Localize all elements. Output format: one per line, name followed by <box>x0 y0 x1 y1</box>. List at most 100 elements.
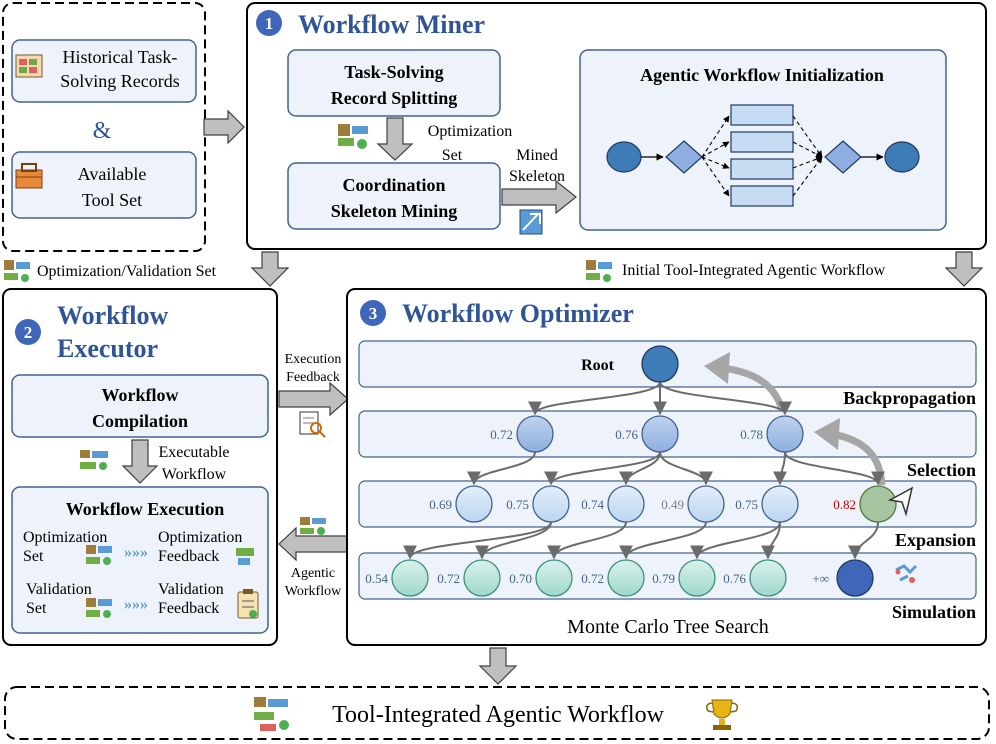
level3-score: 0.54 <box>365 571 388 586</box>
exec-val-set-icon <box>86 598 112 618</box>
level3-node <box>678 559 716 597</box>
optimizer-title: Workflow Optimizer <box>402 299 634 328</box>
tree-edge <box>544 451 661 486</box>
records-icon <box>15 54 43 78</box>
execution-feedback-line2: Feedback <box>286 370 340 385</box>
tree-edge <box>475 521 552 560</box>
exec-opt-set-line1: Optimization <box>23 529 107 546</box>
selected-node <box>859 485 897 523</box>
optimizer-number: 3 <box>369 304 378 323</box>
exec-opt-feedback-line2: Feedback <box>158 548 219 565</box>
level3-node <box>607 559 645 597</box>
initial-workflow-label: Initial Tool-Integrated Agentic Workflow <box>622 262 886 279</box>
exec-opt-set-icon <box>86 545 112 565</box>
ampersand: & <box>93 118 112 144</box>
miner-title: Workflow Miner <box>298 10 485 39</box>
level2-score: 0.69 <box>429 497 452 512</box>
exec-val-feedback-line1: Validation <box>158 581 224 598</box>
tree-edge <box>659 381 792 416</box>
level2-node <box>607 485 645 523</box>
simulated-node <box>836 559 874 597</box>
level1-node <box>516 415 554 453</box>
level1-node <box>766 415 804 453</box>
tree-edge <box>403 521 552 560</box>
opt-val-set-label: Optimization/Validation Set <box>37 263 217 280</box>
record-splitting-line1: Task-Solving <box>344 62 443 82</box>
splitting-down-arrow <box>376 117 414 161</box>
level2-node <box>532 485 570 523</box>
skeleton-mining-line2: Skeleton Mining <box>331 201 458 221</box>
level1-node <box>641 415 679 453</box>
mined-skeleton-arrow <box>501 179 577 215</box>
optimization-set-icon <box>338 124 368 149</box>
level2-score: 0.82 <box>833 497 856 512</box>
level3-score: 0.79 <box>652 571 675 586</box>
mcts-edges <box>403 381 885 560</box>
agentic-workflow-arrow <box>278 526 349 562</box>
tree-edge <box>784 451 885 486</box>
tools-label-1: Available <box>78 164 147 184</box>
level2-score: 0.75 <box>735 497 758 512</box>
executor-number: 2 <box>24 323 33 342</box>
level3-node <box>391 559 429 597</box>
mining-icon <box>519 209 543 235</box>
tree-edge <box>619 451 661 486</box>
level3-score: 0.72 <box>581 571 604 586</box>
tree-edge <box>528 381 661 416</box>
agentic-workflow-line2: Workflow <box>285 584 342 599</box>
workflow-optimizer-panel: 3 Workflow Optimizer Root Backpropagatio… <box>346 288 987 646</box>
level3-score: 0.72 <box>437 571 460 586</box>
tree-edge <box>619 521 707 560</box>
workflow-output-icon <box>254 697 289 731</box>
record-splitting-line2: Record Splitting <box>331 88 458 108</box>
tree-edge <box>690 521 781 560</box>
feedback-search-icon <box>299 411 326 438</box>
initial-workflow-icon <box>586 260 612 282</box>
output-label: Tool-Integrated Agentic Workflow <box>332 702 665 728</box>
exec-opt-feedback-line1: Optimization <box>158 529 242 546</box>
exec-val-chevrons: »»» <box>124 596 148 613</box>
opt-val-down-arrow <box>250 251 290 287</box>
execution-feedback-arrow <box>278 381 349 417</box>
records-label-1: Historical Task- <box>63 47 178 67</box>
optimization-set-line1: Optimization <box>428 123 512 140</box>
tree-edge <box>848 521 879 560</box>
root-label: Root <box>581 357 615 374</box>
initial-workflow-down-arrow <box>944 251 984 287</box>
exec-val-set-line2: Set <box>26 600 47 617</box>
compilation-line2: Compilation <box>92 411 188 431</box>
exec-opt-set-line2: Set <box>23 548 44 565</box>
tools-label-2: Tool Set <box>82 190 142 210</box>
selection-label: Selection <box>907 460 976 480</box>
level1-score: 0.72 <box>490 427 513 442</box>
executor-title-line1: Workflow <box>57 301 168 330</box>
infinity-score: +∞ <box>812 571 829 586</box>
execution-feedback-line1: Execution <box>285 352 342 367</box>
tree-edge <box>761 521 781 560</box>
level2-node <box>687 485 725 523</box>
executable-line2: Workflow <box>162 466 227 483</box>
executor-title-line2: Executor <box>57 334 158 363</box>
workflow-miner-panel: 1 Workflow Miner Task-Solving Record Spl… <box>246 2 987 250</box>
exec-opt-chevrons: »»» <box>124 544 148 561</box>
simulation-label: Simulation <box>892 602 976 622</box>
tree-edge <box>547 521 627 560</box>
output-panel: Tool-Integrated Agentic Workflow <box>4 686 990 740</box>
compilation-line1: Workflow <box>101 385 178 405</box>
cursor-icon <box>887 486 914 517</box>
input-to-miner-arrow <box>203 109 245 145</box>
mined-skeleton-line2: Skeleton <box>509 168 565 185</box>
level3-node <box>463 559 501 597</box>
clipboard-icon <box>237 589 259 619</box>
expansion-label: Expansion <box>895 530 976 550</box>
input-panel: Historical Task- Solving Records & Avail… <box>2 2 206 252</box>
tree-edge <box>773 451 788 486</box>
init-title: Agentic Workflow Initialization <box>640 65 884 85</box>
records-label-2: Solving Records <box>60 71 180 91</box>
exec-opt-feedback-icon <box>236 548 254 565</box>
tree-edge <box>659 451 713 486</box>
level2-score: 0.75 <box>506 497 529 512</box>
output-down-arrow <box>478 647 518 685</box>
